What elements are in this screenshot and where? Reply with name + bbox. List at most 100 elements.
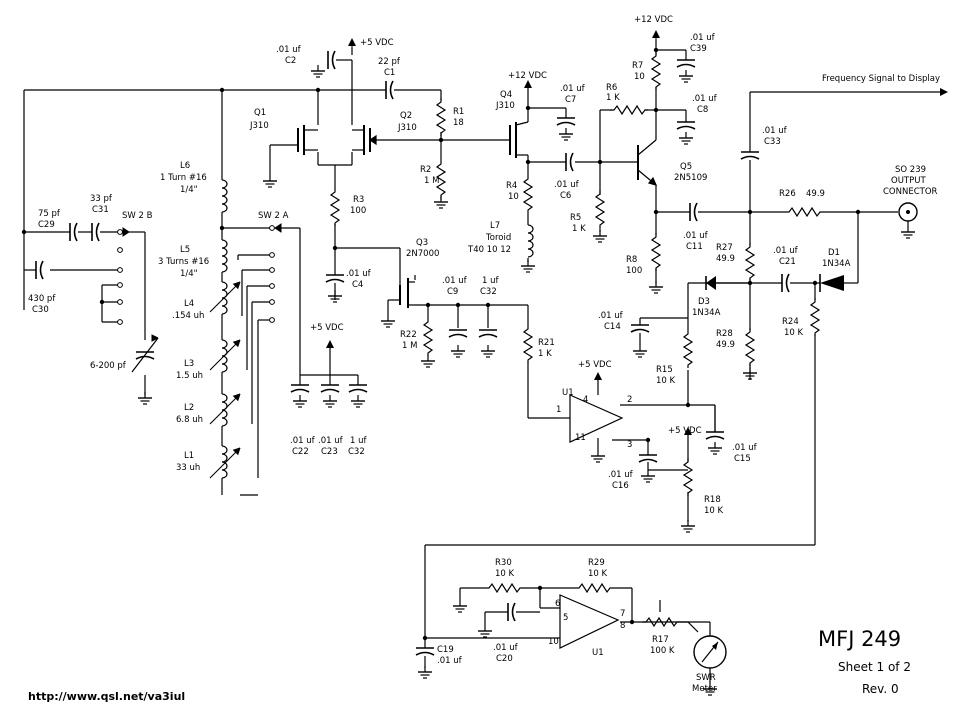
svg-text:R27: R27 bbox=[716, 243, 733, 253]
capacitors bbox=[35, 50, 790, 656]
svg-text:J310: J310 bbox=[249, 121, 269, 131]
svg-text:.01 uf: .01 uf bbox=[437, 656, 463, 666]
svg-text:1/4": 1/4" bbox=[180, 269, 198, 279]
svg-text:R2: R2 bbox=[420, 165, 431, 175]
svg-text:3: 3 bbox=[627, 440, 632, 450]
svg-text:C23: C23 bbox=[321, 447, 338, 457]
svg-text:C22: C22 bbox=[292, 447, 309, 457]
svg-text:R7: R7 bbox=[632, 61, 643, 71]
svg-text:C21: C21 bbox=[779, 257, 796, 267]
svg-text:1 K: 1 K bbox=[538, 349, 552, 359]
svg-text:C9: C9 bbox=[447, 287, 458, 297]
svg-text:C15: C15 bbox=[734, 454, 751, 464]
junctions bbox=[21, 47, 861, 641]
svg-text:Meter: Meter bbox=[692, 684, 717, 694]
svg-text:10 K: 10 K bbox=[704, 506, 724, 516]
svg-text:.01 uf: .01 uf bbox=[318, 436, 344, 446]
output-signal-label: Frequency Signal to Display bbox=[822, 74, 940, 84]
svg-text:1 Turn #16: 1 Turn #16 bbox=[160, 173, 207, 183]
svg-text:6-200 pf: 6-200 pf bbox=[90, 361, 127, 371]
svg-text:11: 11 bbox=[575, 433, 586, 443]
svg-text:1N34A: 1N34A bbox=[822, 259, 851, 269]
svg-text:.01 uf: .01 uf bbox=[608, 470, 634, 480]
svg-text:R6: R6 bbox=[606, 83, 617, 93]
svg-text:6: 6 bbox=[555, 599, 560, 609]
svg-text:10 K: 10 K bbox=[784, 328, 804, 338]
svg-text:5: 5 bbox=[563, 613, 568, 623]
svg-text:R1: R1 bbox=[453, 107, 464, 117]
svg-text:L1: L1 bbox=[184, 451, 194, 461]
svg-text:.01 uf: .01 uf bbox=[493, 643, 519, 653]
svg-text:22 pf: 22 pf bbox=[378, 57, 401, 67]
svg-text:J310: J310 bbox=[495, 101, 515, 111]
svg-text:8: 8 bbox=[620, 621, 625, 631]
svg-text:R5: R5 bbox=[570, 213, 581, 223]
svg-text:L2: L2 bbox=[184, 403, 194, 413]
svg-text:6.8 uh: 6.8 uh bbox=[176, 415, 203, 425]
svg-text:1 uf: 1 uf bbox=[482, 276, 499, 286]
svg-text:L5: L5 bbox=[180, 245, 190, 255]
svg-text:.01 uf: .01 uf bbox=[683, 231, 709, 241]
svg-text:R24: R24 bbox=[782, 317, 799, 327]
svg-text:430 pf: 430 pf bbox=[28, 294, 56, 304]
svg-text:U1: U1 bbox=[592, 648, 604, 658]
svg-text:L7: L7 bbox=[490, 221, 500, 231]
svg-text:C30: C30 bbox=[32, 305, 49, 315]
svg-text:C6: C6 bbox=[560, 191, 571, 201]
supply-12v-top: +12 VDC bbox=[634, 15, 673, 25]
svg-text:R18: R18 bbox=[704, 495, 721, 505]
svg-text:49.9: 49.9 bbox=[716, 340, 735, 350]
wiring bbox=[23, 40, 940, 683]
svg-text:C14: C14 bbox=[604, 322, 621, 332]
switch-contacts bbox=[117, 223, 282, 325]
diodes bbox=[705, 274, 844, 292]
svg-text:R21: R21 bbox=[538, 338, 555, 348]
svg-text:.01 uf: .01 uf bbox=[762, 126, 788, 136]
svg-text:.01 uf: .01 uf bbox=[692, 94, 718, 104]
svg-text:Q1: Q1 bbox=[254, 108, 266, 118]
svg-text:SWR: SWR bbox=[696, 673, 716, 683]
svg-text:10: 10 bbox=[548, 637, 559, 647]
svg-text:C29: C29 bbox=[38, 220, 55, 230]
svg-text:.01 uf: .01 uf bbox=[554, 180, 580, 190]
svg-text:7: 7 bbox=[620, 609, 625, 619]
meter-connector bbox=[693, 88, 948, 669]
svg-text:1 M: 1 M bbox=[424, 176, 439, 186]
svg-text:Q2: Q2 bbox=[400, 111, 412, 121]
svg-text:C31: C31 bbox=[92, 205, 109, 215]
grounds bbox=[137, 64, 916, 696]
svg-text:C16: C16 bbox=[612, 481, 629, 491]
svg-text:C32: C32 bbox=[480, 287, 497, 297]
svg-text:R4: R4 bbox=[506, 181, 517, 191]
svg-text:100: 100 bbox=[350, 206, 366, 216]
svg-text:C32: C32 bbox=[348, 447, 365, 457]
svg-text:.154 uh: .154 uh bbox=[172, 311, 204, 321]
svg-text:3 Turns #16: 3 Turns #16 bbox=[158, 257, 209, 267]
svg-text:C33: C33 bbox=[764, 137, 781, 147]
svg-text:1/4": 1/4" bbox=[180, 185, 198, 195]
svg-text:R26: R26 bbox=[779, 189, 796, 199]
svg-text:100: 100 bbox=[626, 266, 642, 276]
svg-text:.01 uf: .01 uf bbox=[598, 311, 624, 321]
svg-text:D1: D1 bbox=[828, 248, 840, 258]
svg-text:33 pf: 33 pf bbox=[90, 194, 113, 204]
svg-text:R15: R15 bbox=[656, 365, 673, 375]
svg-text:R8: R8 bbox=[626, 255, 637, 265]
svg-text:49.9: 49.9 bbox=[806, 189, 825, 199]
op-amps bbox=[558, 394, 624, 649]
svg-text:C4: C4 bbox=[352, 280, 363, 290]
supply-arrows bbox=[326, 30, 692, 435]
svg-text:Q4: Q4 bbox=[500, 90, 512, 100]
svg-text:10: 10 bbox=[508, 192, 519, 202]
svg-text:10: 10 bbox=[634, 72, 645, 82]
title-rev: Rev. 0 bbox=[862, 682, 899, 696]
conn-label-1: SO 239 bbox=[895, 165, 926, 175]
svg-text:C7: C7 bbox=[565, 95, 576, 105]
svg-text:C20: C20 bbox=[496, 654, 513, 664]
title-model: MFJ 249 bbox=[818, 627, 901, 651]
svg-text:.01 uf: .01 uf bbox=[290, 436, 316, 446]
svg-text:T40 10 12: T40 10 12 bbox=[467, 245, 511, 255]
svg-text:1 M: 1 M bbox=[402, 341, 417, 351]
svg-text:L4: L4 bbox=[184, 299, 194, 309]
